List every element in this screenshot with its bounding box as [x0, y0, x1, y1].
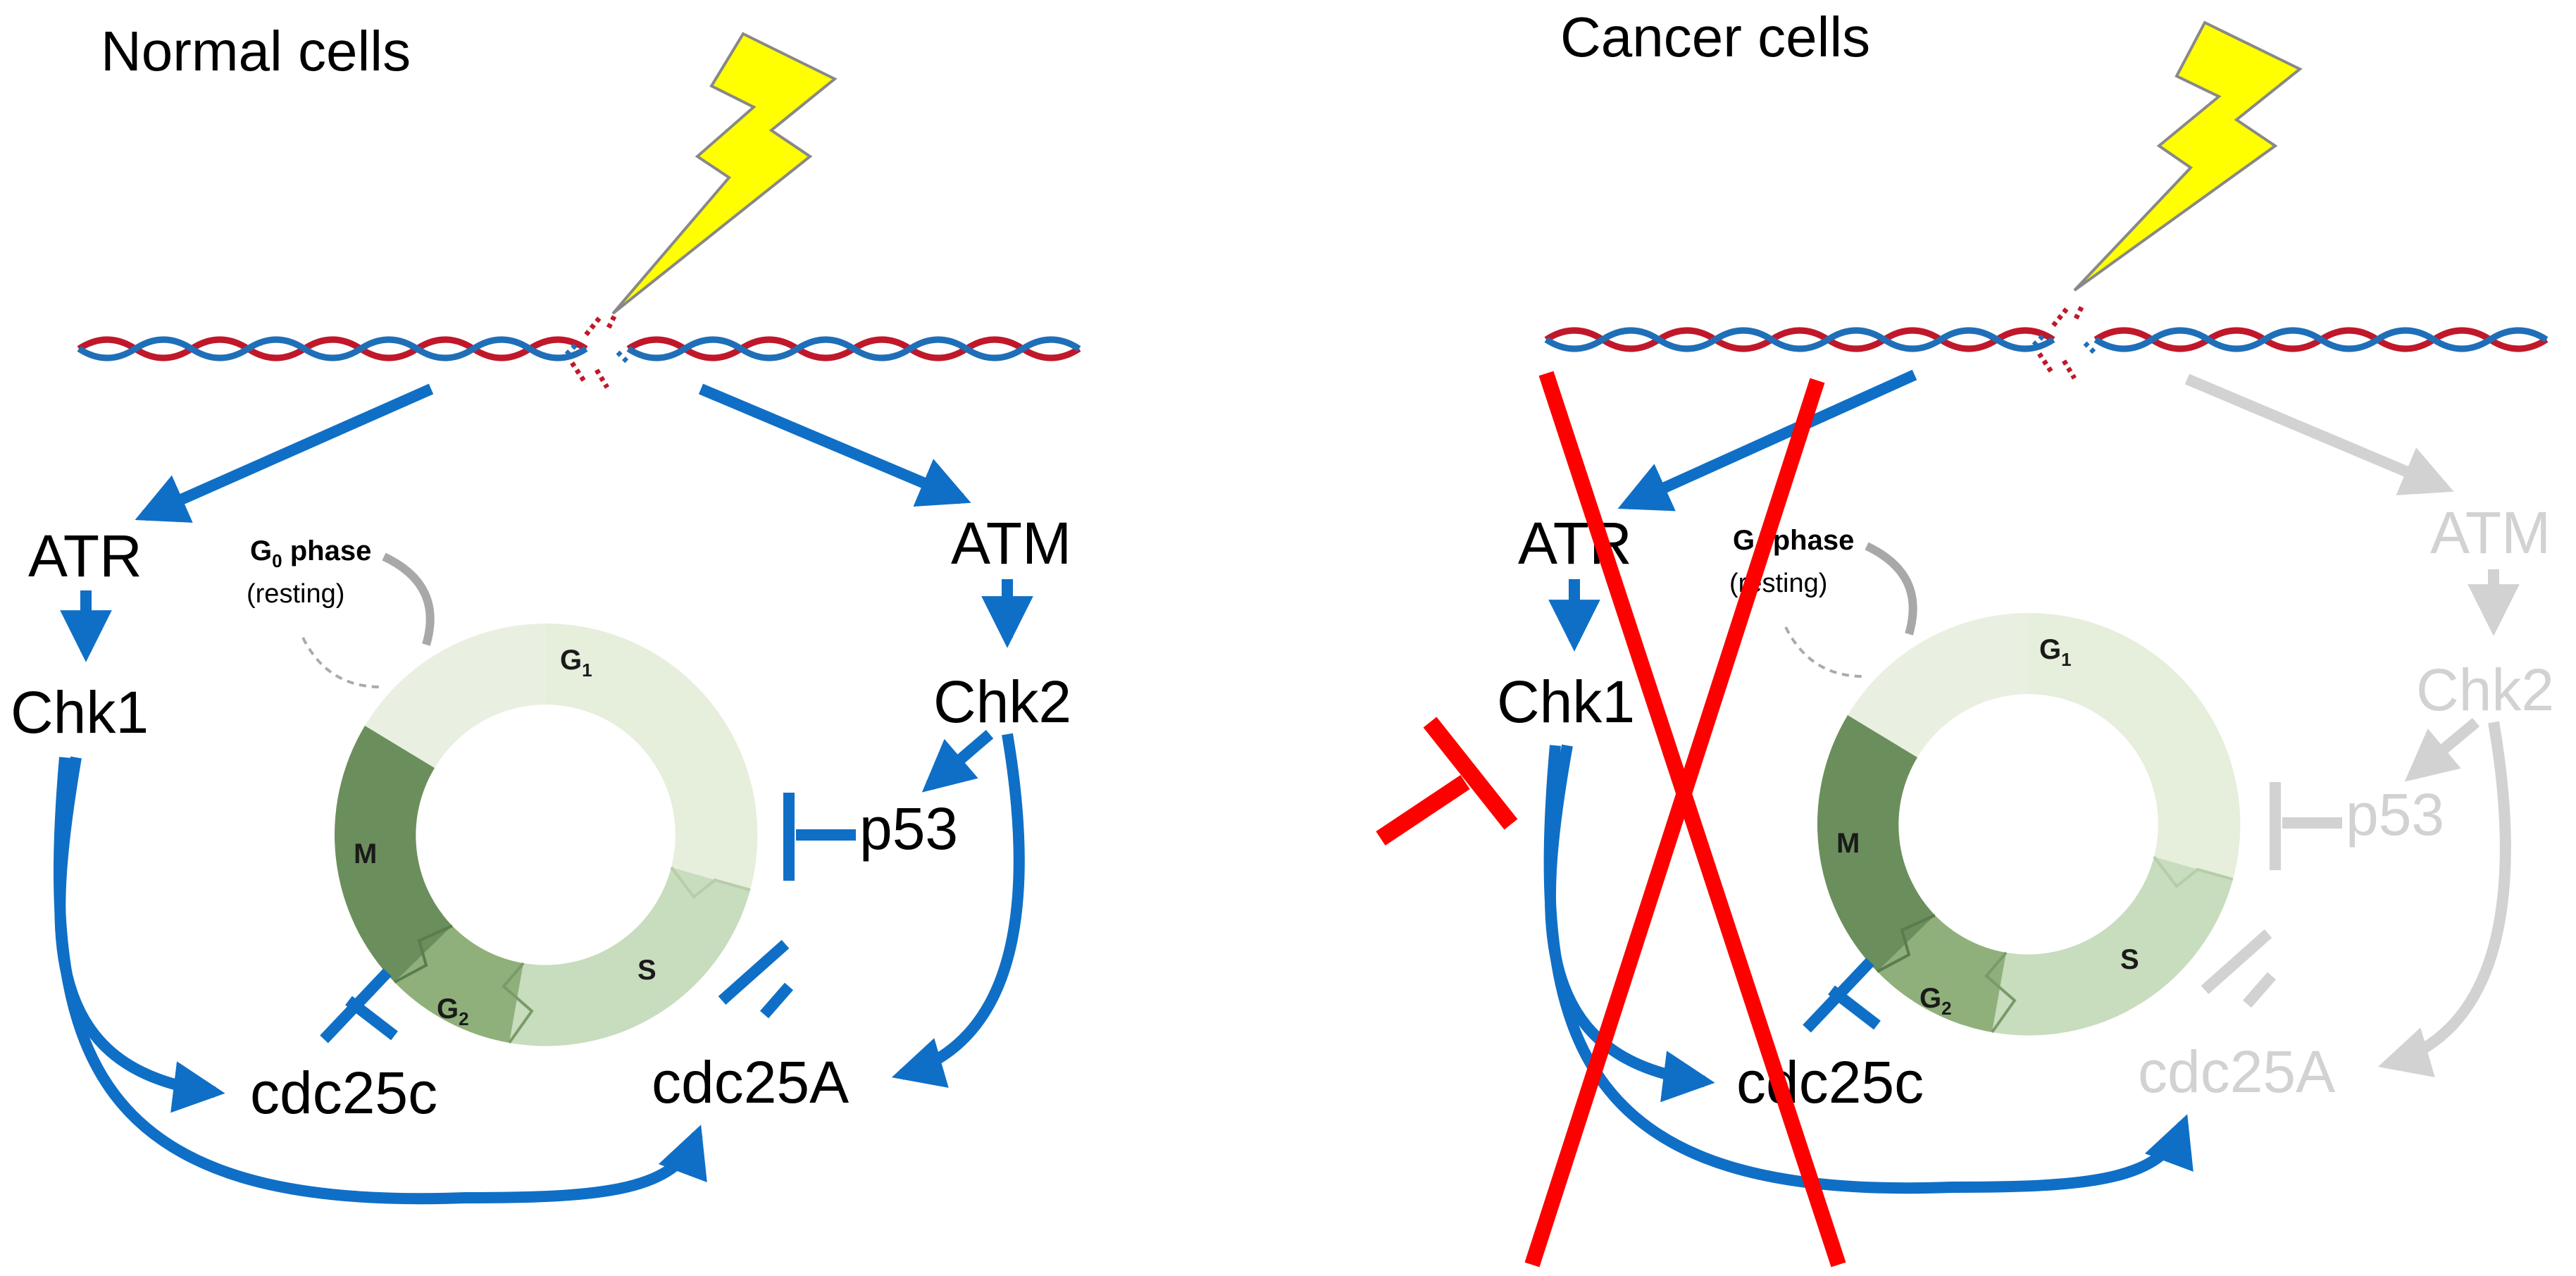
chk2-label: Chk2 — [2416, 657, 2554, 723]
atr-label: ATR — [28, 523, 142, 589]
cdc25a-label: cdc25A — [652, 1049, 849, 1115]
dna-to-atm-arrow — [698, 383, 971, 507]
m-label: M — [1836, 828, 1860, 859]
s-label: S — [2120, 944, 2139, 975]
active-pathway-arrows — [1543, 369, 2194, 1194]
cdc25c-inhibition-bar — [1803, 958, 1881, 1033]
inhibitor-bar-icon — [1376, 717, 1518, 845]
g0-entry-arrow — [301, 637, 381, 688]
atm-label: ATM — [2430, 500, 2551, 566]
p53-label: p53 — [859, 795, 958, 862]
chk2-to-cdc25a-arrow — [891, 733, 1025, 1088]
m-label: M — [354, 838, 377, 869]
dna-double-helix-icon — [1546, 304, 2546, 378]
chk2-to-p53-arrow — [921, 729, 994, 793]
g2-label: G2 — [1919, 983, 1952, 1019]
cell-cycle-wheel-icon — [1815, 611, 2242, 1037]
chk1-to-cdc25a-arrow — [54, 757, 707, 1205]
chk1-label: Chk1 — [11, 679, 149, 745]
lightning-bolt-icon — [2073, 20, 2303, 292]
g1-label: G1 — [2039, 634, 2072, 670]
g0-return-arrow — [1865, 542, 1917, 636]
g0-entry-arrow — [1784, 626, 1864, 678]
chk2-to-p53-arrow — [2404, 717, 2480, 782]
dna-to-atr-arrow — [135, 383, 434, 523]
cdc25a-label: cdc25A — [2138, 1039, 2335, 1105]
g1-label: G1 — [560, 645, 592, 681]
normal-panel: Normal cells G1 S G2 M G0 phase (resting… — [11, 20, 1079, 1205]
cdc25c-inhibition-bar — [320, 968, 398, 1043]
cancer-panel: Cancer cells G1 S G2 M G0 phase (resting… — [1376, 6, 2554, 1268]
cdc25a-inhibition-bar — [718, 940, 794, 1019]
normal-pathway-arrows — [54, 383, 1033, 1205]
g2-label: G2 — [437, 993, 469, 1029]
p53-inhibition-bar — [783, 793, 856, 881]
dna-to-atr-arrow — [1617, 369, 1917, 512]
cancer-panel-title: Cancer cells — [1560, 6, 1870, 68]
atm-label: ATM — [951, 510, 1071, 576]
g0-resting-label: (resting) — [247, 579, 344, 609]
g0-phase-label: G0 phase — [1733, 525, 1854, 561]
s-label: S — [637, 955, 657, 986]
cell-cycle-wheel-icon — [332, 621, 759, 1048]
dna-double-helix-icon — [79, 314, 1079, 388]
lightning-bolt-icon — [611, 32, 838, 315]
chk2-to-cdc25a-arrow — [2377, 721, 2511, 1077]
inactive-pathway-arrows — [2184, 373, 2520, 1077]
normal-panel-title: Normal cells — [101, 20, 411, 82]
cdc25a-inhibition-bar — [2201, 929, 2277, 1008]
cdc25c-label: cdc25c — [250, 1060, 437, 1126]
dna-to-atm-arrow — [2184, 373, 2454, 496]
chk1-label: Chk1 — [1497, 669, 1635, 735]
g0-return-arrow — [382, 552, 435, 646]
p53-label: p53 — [2346, 781, 2444, 848]
g0-phase-label: G0 phase — [250, 535, 371, 571]
p53-inhibition-bar — [2270, 782, 2342, 870]
chk1-to-cdc25a-arrow — [1543, 745, 2194, 1194]
cross-mark-icon — [1524, 371, 1846, 1268]
chk2-label: Chk2 — [933, 669, 1071, 735]
